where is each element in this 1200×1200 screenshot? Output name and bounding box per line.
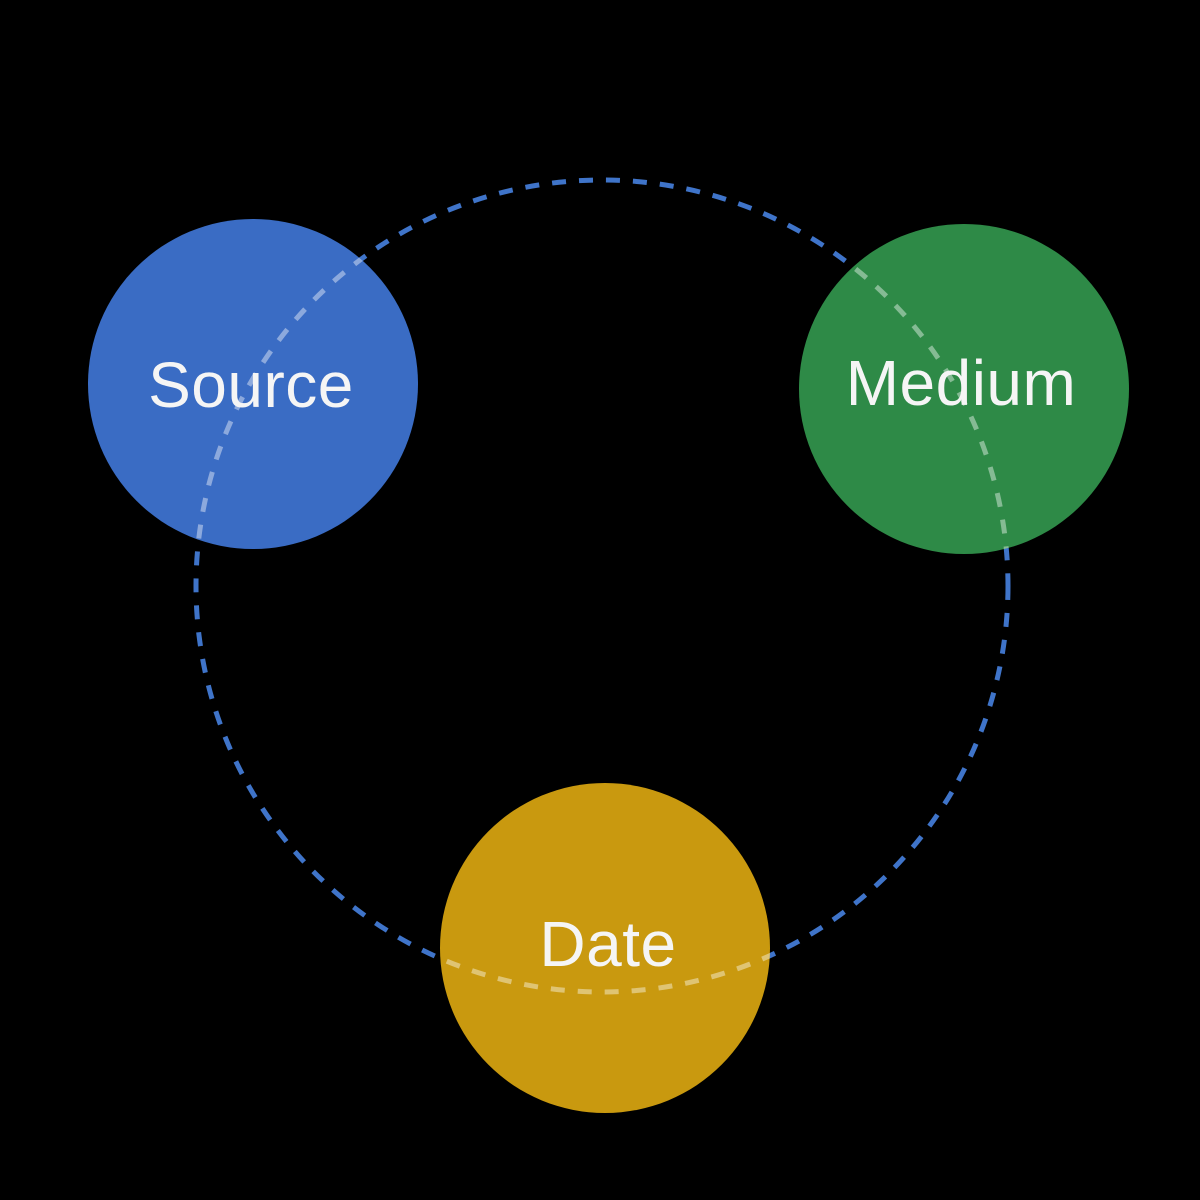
node-label-medium: Medium [846,347,1077,419]
node-circle-date [440,783,770,1113]
node-label-date: Date [539,908,676,980]
node-label-source: Source [148,349,354,421]
node-circle-medium [799,224,1129,554]
node-circle-source [88,219,418,549]
dashed-ring [193,177,1011,995]
